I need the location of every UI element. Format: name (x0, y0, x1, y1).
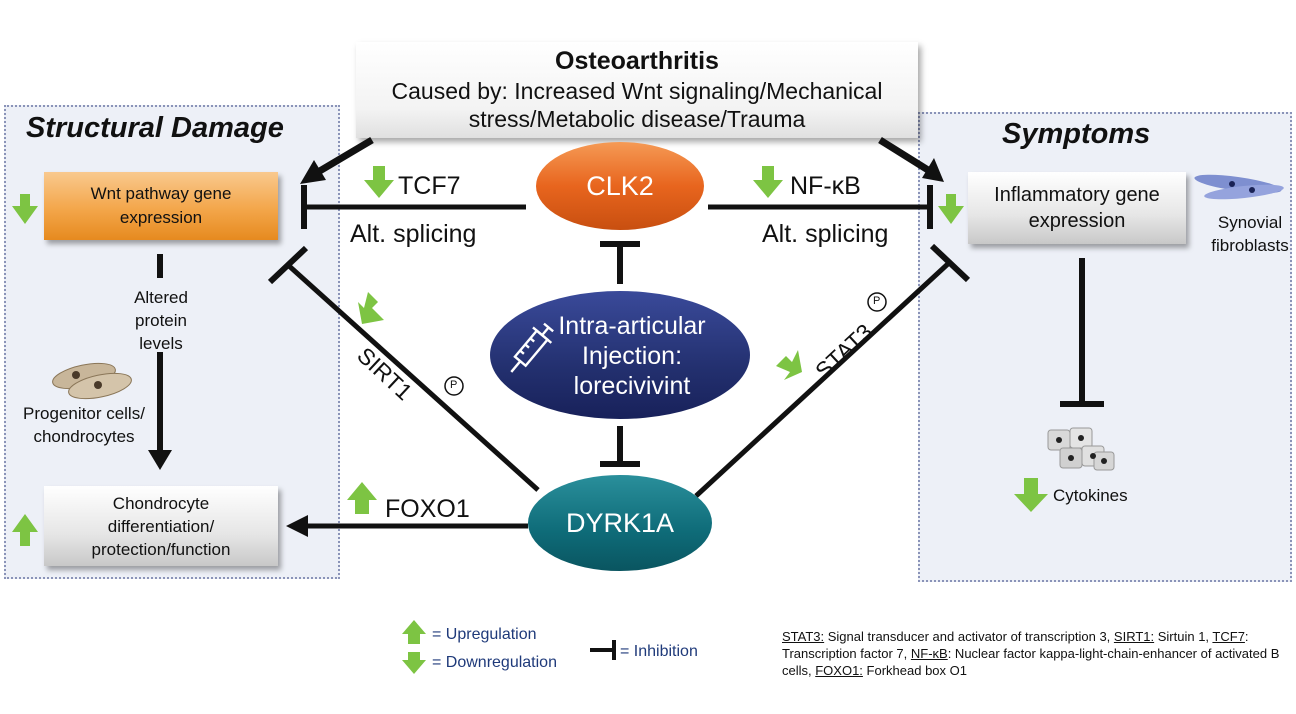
cytokines-down-arrow-icon (1014, 478, 1048, 512)
abbr-nfkb-text: : Nuclear factor kappa-light-chain-enhan… (782, 646, 1280, 678)
progenitor-label: Progenitor cells/ chondrocytes (23, 404, 145, 446)
stat3-phospho-badge (867, 292, 887, 312)
abbr-tcf7-text: : Transcription factor 7, (782, 629, 1249, 661)
tcf7-down-arrow-icon (364, 166, 394, 198)
stat3-phospho-text: P (873, 295, 881, 307)
abbr-sirt1-text: Sirtuin 1, (1154, 629, 1213, 644)
alt-splicing-right-label: Alt. splicing (762, 220, 889, 248)
cytokine-cells-icon (1047, 427, 1115, 471)
header-to-wnt-arrow (300, 136, 374, 184)
header-subtitle: Caused by: Increased Wnt signaling/Mecha… (391, 78, 883, 132)
abbr-foxo1: FOXO1: (815, 663, 863, 678)
foxo1-label: FOXO1 (385, 495, 470, 523)
altered-protein-label: Altered protein levels (134, 288, 188, 353)
chondrocyte-box: Chondrocyte differentiation/ protection/… (44, 486, 278, 566)
nfkb-down-arrow-icon (753, 166, 783, 198)
clk2-inhibits-wnt (301, 185, 526, 229)
clk2-node (536, 142, 704, 230)
dyrk1a-inhibits-wnt (267, 245, 540, 492)
sirt1-down-arrow-icon (358, 292, 384, 324)
wnt-pathway-label: Wnt pathway gene expression (90, 184, 232, 227)
tcf7-label: TCF7 (398, 172, 461, 200)
symptoms-title: Symptoms (1002, 118, 1151, 150)
injection-inhibits-dyrk1a (600, 426, 640, 467)
foxo1-up-arrow-icon (347, 482, 377, 514)
synovial-fibroblasts-icon (1194, 174, 1284, 200)
abbr-stat3: STAT3: (782, 629, 825, 644)
dyrk1a-to-chondrocyte-arrow (286, 515, 528, 537)
injection-inhibits-clk2 (600, 241, 640, 284)
nfkb-label: NF-κB (790, 172, 861, 200)
inflammatory-inhibits-cytokines (1060, 258, 1104, 407)
inflammatory-box: Inflammatory gene expression (968, 172, 1186, 244)
abbr-nfkb: NF-κB (910, 646, 948, 661)
wnt-pathway-box: Wnt pathway gene expression (44, 172, 278, 240)
legend-up-label: = Upregulation (432, 626, 537, 643)
legend-inhibition-label: = Inhibition (620, 643, 698, 660)
legend-down-label: = Downregulation (432, 654, 557, 671)
chondrocyte-label: Chondrocyte differentiation/ protection/… (91, 493, 231, 559)
alt-splicing-left-label: Alt. splicing (350, 220, 477, 248)
inflammatory-label: Inflammatory gene expression (994, 184, 1160, 232)
abbr-stat3-text: Signal transducer and activator of trans… (824, 629, 1114, 644)
abbr-sirt1: SIRT1: (1113, 629, 1155, 644)
cytokines-label: Cytokines (1053, 486, 1128, 505)
abbr-tcf7: TCF7 (1212, 629, 1245, 644)
structural-damage-title: Structural Damage (26, 112, 284, 144)
dyrk1a-inhibits-inflammatory (694, 243, 971, 498)
wnt-down-arrow-icon (12, 194, 38, 224)
sirt1-phospho-badge (444, 376, 464, 396)
abbr-foxo1-text: Forkhead box O1 (862, 663, 967, 678)
clk2-inhibits-inflammatory (708, 185, 933, 229)
chondrocyte-up-arrow-icon (12, 514, 38, 546)
wnt-to-chondrocyte-arrow (148, 254, 172, 470)
syringe-icon (510, 322, 554, 373)
legend-inhibition-icon (590, 640, 616, 660)
synovial-label: Synovial fibroblasts (1211, 213, 1289, 255)
header-title: Osteoarthritis (555, 47, 719, 75)
abbreviations-note: STAT3: Signal transducer and activator o… (782, 628, 1282, 679)
stat3-down-arrow-icon (776, 350, 802, 380)
injection-node (490, 291, 750, 419)
header-to-inflammatory-arrow (878, 137, 944, 182)
osteoarthritis-header: Osteoarthritis Caused by: Increased Wnt … (356, 42, 918, 138)
legend-down-arrow-icon (402, 652, 426, 674)
legend-up-arrow-icon (402, 620, 426, 644)
dyrk1a-node (528, 475, 712, 571)
progenitor-cells-icon (52, 362, 132, 400)
sirt1-phospho-text: P (450, 379, 458, 391)
inflammatory-down-arrow-icon (938, 194, 964, 224)
